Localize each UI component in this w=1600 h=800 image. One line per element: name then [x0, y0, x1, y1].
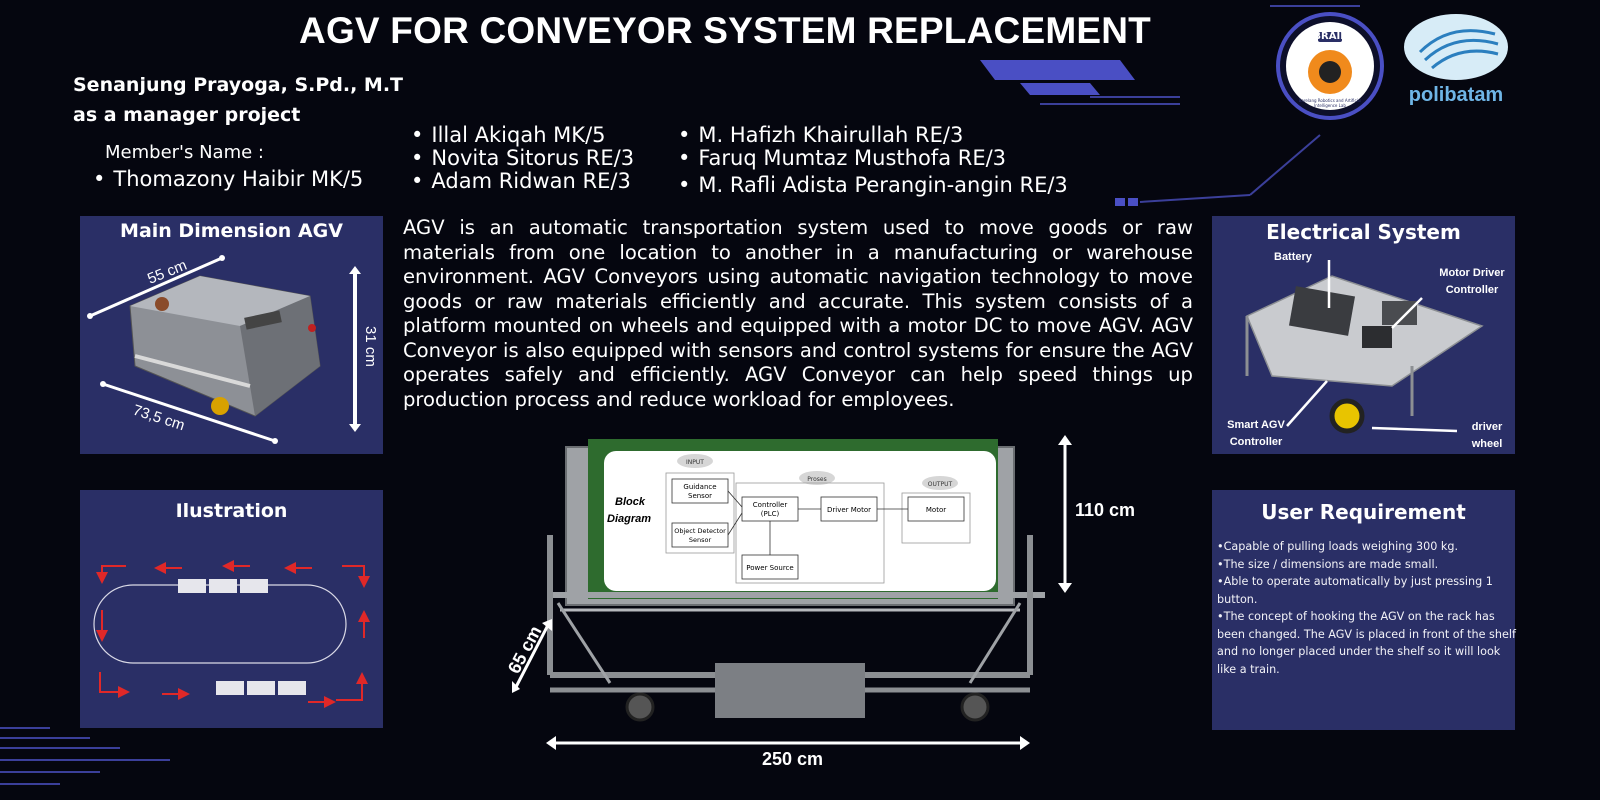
guidance-sensor-line2: Sensor [688, 492, 712, 500]
length-dimension-line [102, 382, 276, 443]
battery-label: Battery [1274, 251, 1313, 263]
caster-wheel [625, 692, 655, 722]
controller-line2: (PLC) [761, 510, 780, 518]
manager-role: as a manager project [73, 104, 301, 126]
member-item: Illal Akiqah MK/5 [411, 124, 634, 147]
conveyor-cart-drawing: Block Diagram INPUT Proses OUTPUT Guidan… [504, 435, 1135, 769]
decor-stripes [980, 60, 1321, 206]
motor-label: Motor [926, 506, 946, 514]
member-item: Thomazony Haibir MK/5 [93, 168, 363, 191]
member-item: M. Rafli Adista Perangin-angin RE/3 [678, 174, 1067, 197]
dimension-panel-title: Main Dimension AGV [120, 220, 343, 242]
members-label: Member's Name : [105, 142, 264, 163]
requirement-item: The concept of hooking the AGV on the ra… [1217, 608, 1517, 678]
requirement-item: Capable of pulling loads weighing 300 kg… [1217, 538, 1517, 556]
cart-block [240, 579, 268, 593]
polibatam-logo-text: polibatam [1408, 84, 1504, 106]
requirement-item: The size / dimensions are made small. [1217, 556, 1517, 574]
poster-title: AGV FOR CONVEYOR SYSTEM REPLACEMENT [299, 10, 1151, 51]
driver-motor-label: Driver Motor [827, 506, 871, 514]
output-label: OUTPUT [928, 481, 953, 488]
agv-under-cart [715, 663, 865, 718]
object-sensor-line1: Object Detector [674, 527, 726, 535]
members-column-1: Thomazony Haibir MK/5 [93, 168, 363, 191]
cart-block [216, 681, 244, 695]
illustration-panel-title: Ilustration [175, 500, 288, 522]
input-label: INPUT [686, 459, 704, 466]
brail-logo-text: BRAIL [1313, 31, 1347, 42]
driver-wheel-image [1329, 398, 1365, 434]
object-sensor-line2: Sensor [689, 536, 712, 544]
track-loop [93, 584, 347, 664]
member-item: Novita Sitorus RE/3 [411, 147, 634, 170]
decor-stripes-bottom [0, 727, 170, 785]
requirement-panel: User Requirement Capable of pulling load… [1212, 490, 1517, 730]
cart-width-label: 250 cm [762, 749, 823, 769]
driver-wheel-label-line1: driver [1472, 421, 1503, 433]
requirement-item: Able to operate automatically by just pr… [1217, 573, 1517, 608]
height-label: 31 cm [362, 326, 379, 367]
members-column-2: Illal Akiqah MK/5 Novita Sitorus RE/3 Ad… [411, 124, 634, 193]
cart-depth-label: 65 cm [504, 622, 546, 676]
member-item: Adam Ridwan RE/3 [411, 170, 634, 193]
process-label: Proses [807, 476, 826, 483]
width-dimension-line [89, 256, 223, 318]
cart-block [178, 579, 206, 593]
electrical-system-drawing: Battery Motor Driver Controller Smart AG… [1227, 251, 1505, 450]
motor-driver-label-line1: Motor Driver [1439, 267, 1505, 279]
requirement-list: Capable of pulling loads weighing 300 kg… [1217, 538, 1517, 678]
requirement-panel-title: User Requirement [1261, 500, 1466, 524]
route-illustration [93, 560, 370, 708]
manager-block: Senanjung Prayoga, S.Pd., M.T as a manag… [73, 70, 403, 130]
cart-block [278, 681, 306, 695]
polibatam-logo: polibatam [1400, 12, 1512, 112]
brail-logo-ring-text: Barelang Robotics and Artificial Intelli… [1298, 98, 1362, 108]
member-item: M. Hafizh Khairullah RE/3 [678, 124, 1068, 147]
decor-line [1040, 103, 1180, 105]
cart-block [209, 579, 237, 593]
cart-height-label: 110 cm [1075, 500, 1135, 520]
motor-driver-label-line2: Controller [1446, 284, 1499, 296]
dimension-panel: Main Dimension AGV 55 cm 73,5 cm 31 cm [80, 216, 383, 454]
controller-line1: Controller [753, 501, 788, 509]
length-label: 73,5 cm [131, 402, 187, 435]
block-diagram-title-line2: Diagram [607, 513, 651, 525]
cart-depth-line [514, 624, 550, 688]
block-diagram-title-line1: Block [615, 496, 646, 508]
smart-agv-label-line2: Controller [1230, 436, 1283, 448]
members-column-3: M. Hafizh Khairullah RE/3 Faruq Mumtaz M… [678, 124, 1068, 197]
manager-name: Senanjung Prayoga, S.Pd., M.T [73, 74, 404, 96]
smart-agv-label-line1: Smart AGV [1227, 419, 1285, 431]
power-source-label: Power Source [746, 564, 793, 572]
illustration-panel: Ilustration [80, 490, 383, 728]
caster-wheel [960, 692, 990, 722]
cart-block [247, 681, 275, 695]
guidance-sensor-line1: Guidance [683, 483, 716, 491]
electrical-panel-title: Electrical System [1266, 220, 1461, 244]
brail-logo: BRAIL Barelang Robotics and Artificial I… [1276, 12, 1384, 120]
description-text: AGV is an automatic transportation syste… [403, 216, 1193, 411]
member-item: Faruq Mumtaz Musthofa RE/3 [678, 147, 1068, 170]
agv-dimension-drawing: 55 cm 73,5 cm 31 cm [87, 255, 379, 444]
driver-wheel-label-line2: wheel [1471, 438, 1503, 450]
electrical-panel: Electrical System Battery Motor Driver C… [1212, 216, 1515, 454]
decor-line [1270, 5, 1360, 7]
